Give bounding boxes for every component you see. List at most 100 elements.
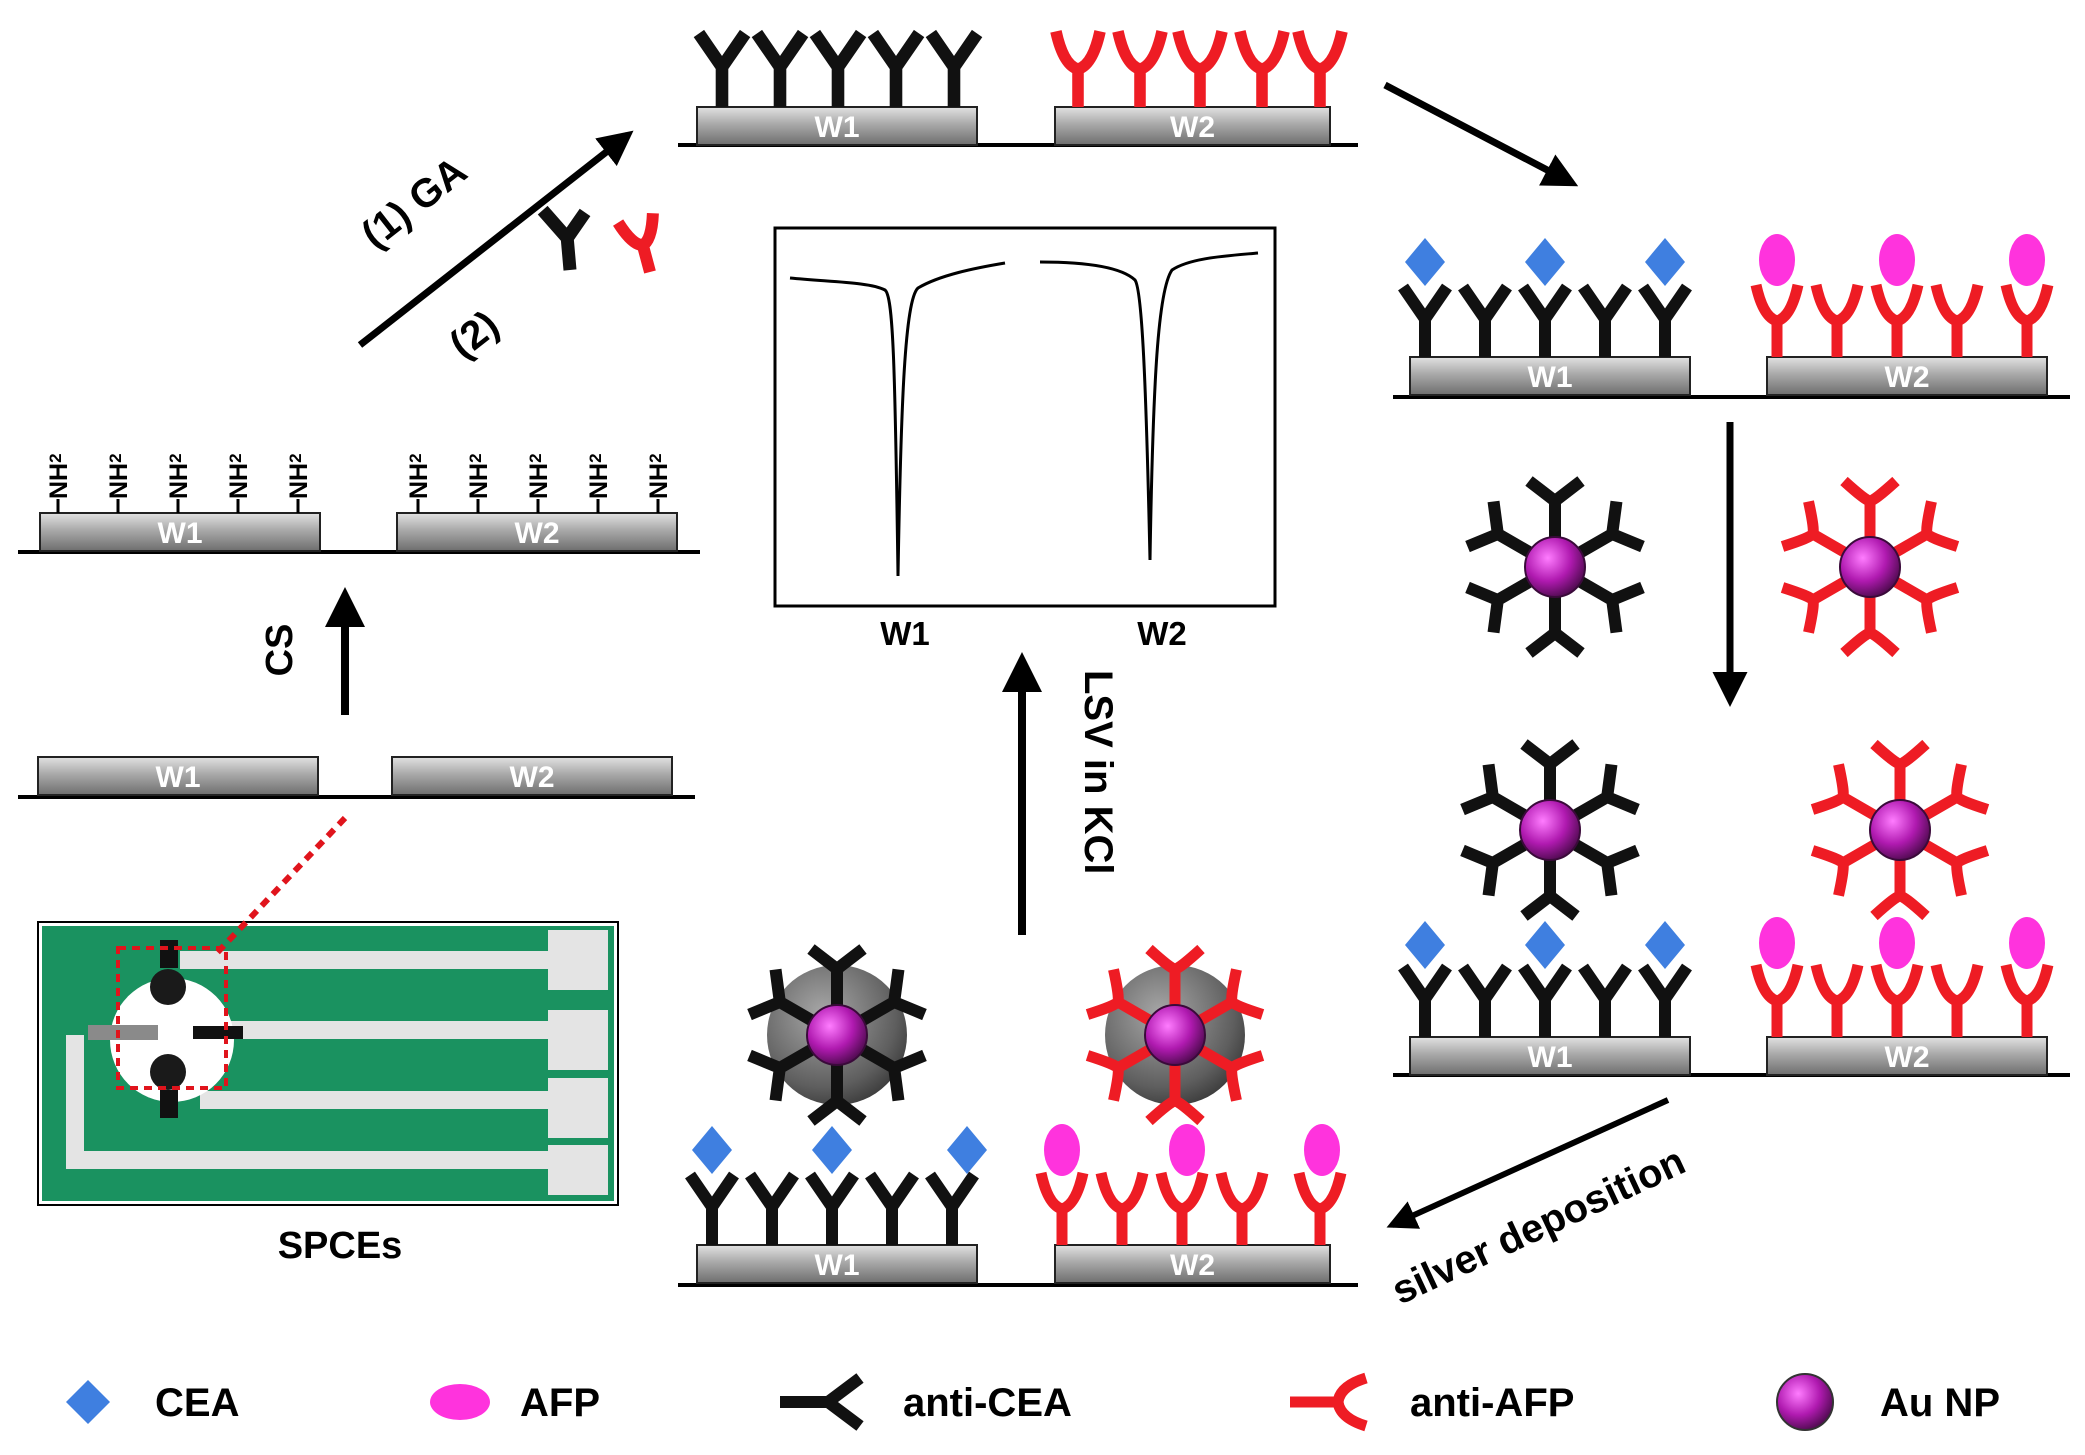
- spce-contact-pad: [548, 1010, 608, 1070]
- cea-antigen: [1525, 238, 1565, 286]
- anti-cea-au-np-probe: [747, 944, 927, 1126]
- electrode-w1: W1: [37, 756, 319, 796]
- anti-cea-antibody: [685, 1171, 739, 1245]
- arrow-ga: [357, 130, 634, 348]
- anti-afp-antibody: [1035, 1171, 1089, 1245]
- anti-afp-antibody: [1293, 1171, 1347, 1245]
- anti-cea-antibody: [745, 1171, 799, 1245]
- afp-antigen: [2009, 234, 2045, 286]
- legend-afp-symbol: [430, 1384, 490, 1420]
- afp-antigen: [1879, 917, 1915, 969]
- electrode-label-w2: W2: [1885, 361, 1930, 394]
- electrode-label-w2: W2: [1170, 1249, 1215, 1282]
- svg-text:NH2: NH2: [585, 453, 613, 499]
- anti-cea-antibody: [1638, 963, 1692, 1037]
- electrode-w2: W2: [1766, 356, 2048, 396]
- legend: CEA AFP anti-CEA anti-AFP Au NP: [66, 1372, 2000, 1432]
- amine-group: NH2: [525, 453, 553, 513]
- electrode-label-w1: W1: [1528, 1041, 1573, 1074]
- anti-afp-antibody: [1870, 283, 1924, 357]
- label-silver: silver deposition: [1385, 1139, 1692, 1313]
- anti-afp-antibody: [1810, 283, 1864, 357]
- amine-group: NH2: [285, 453, 313, 513]
- cea-antigen: [1525, 921, 1565, 969]
- electrode-w2: W2: [1054, 106, 1331, 146]
- electrode-w1: W1: [1409, 1036, 1691, 1076]
- amine-group: NH2: [165, 453, 193, 513]
- lsv-curve-w2: [1039, 251, 1259, 561]
- spce-contact-pad: [548, 930, 608, 990]
- svg-text:NH2: NH2: [105, 453, 133, 499]
- anti-afp-au-np-probe: [1780, 476, 1960, 658]
- amine-group: NH2: [405, 453, 433, 513]
- anti-cea-au-np-probe: [1465, 476, 1645, 658]
- legend-anti-cea-symbol: [780, 1373, 864, 1431]
- anti-cea-antibody: [1518, 963, 1572, 1037]
- amine-group: NH2: [105, 453, 133, 513]
- antibody-layers: [685, 29, 2054, 1245]
- afp-antigen: [1759, 234, 1795, 286]
- anti-cea-antibody: [751, 29, 809, 107]
- electrode-label-w1: W1: [158, 517, 203, 550]
- cea-antigen: [692, 1126, 732, 1174]
- amine-group: NH2: [225, 453, 253, 513]
- au-nanoparticle: [1869, 799, 1931, 861]
- spce-device: [37, 921, 619, 1206]
- legend-au-np-label: Au NP: [1880, 1381, 2000, 1425]
- spce-well: [110, 978, 234, 1102]
- electrode-w1: W1: [1409, 356, 1691, 396]
- electrode-label-w2: W2: [1885, 1041, 1930, 1074]
- spce-reference-electrode: [88, 1025, 158, 1040]
- label-ga: (1) GA: [353, 149, 475, 258]
- anti-cea-antibody: [805, 1171, 859, 1245]
- anti-afp-icon: [613, 212, 659, 274]
- anti-cea-antibody: [809, 29, 867, 107]
- cea-antigen: [1405, 921, 1445, 969]
- plot-label-w1: W1: [880, 615, 930, 652]
- anti-afp-antibody: [1050, 30, 1106, 107]
- amine-group: NH2: [645, 453, 673, 513]
- spce-lead: [66, 1035, 548, 1169]
- electrode-w2: W2: [1054, 1244, 1331, 1284]
- svg-text:NH2: NH2: [285, 453, 313, 499]
- spce-contact-pad: [548, 1078, 608, 1138]
- anti-afp-antibody: [2000, 963, 2054, 1037]
- electrode-w2: W2: [396, 512, 678, 552]
- svg-text:NH2: NH2: [45, 453, 73, 499]
- legend-cea-label: CEA: [155, 1381, 239, 1425]
- anti-afp-antibody: [1234, 30, 1290, 107]
- anti-cea-antibody: [1578, 963, 1632, 1037]
- anti-afp-au-np-probe: [1810, 739, 1990, 921]
- au-nanoparticle: [1519, 799, 1581, 861]
- zoom-region: [116, 946, 228, 1090]
- spce-label: SPCEs: [278, 1225, 403, 1267]
- anti-cea-antibody: [1398, 283, 1452, 357]
- cea-antigen: [1405, 238, 1445, 286]
- spce-counter-electrode: [193, 1026, 243, 1039]
- cea-antigen: [1645, 921, 1685, 969]
- nanoparticle-probes: [747, 476, 1990, 1126]
- anti-cea-antibody: [1398, 963, 1452, 1037]
- afp-antigen: [1879, 234, 1915, 286]
- anti-afp-antibody: [1095, 1171, 1149, 1245]
- anti-cea-icon: [537, 205, 591, 271]
- anti-cea-antibody: [1458, 963, 1512, 1037]
- amine-group: NH2: [45, 453, 73, 513]
- anti-afp-antibody: [1172, 30, 1228, 107]
- electrode-label-w2: W2: [515, 517, 560, 550]
- afp-antigen: [2009, 917, 2045, 969]
- afp-antigen: [1169, 1124, 1205, 1176]
- anti-cea-antibody: [1578, 283, 1632, 357]
- label-cs: CS: [259, 624, 301, 677]
- amine-group: NH2: [585, 453, 613, 513]
- au-nanoparticle: [1524, 536, 1586, 598]
- au-nanoparticle: [1839, 536, 1901, 598]
- spce-working-electrode-2: [150, 1054, 186, 1090]
- anti-afp-antibody: [1215, 1171, 1269, 1245]
- anti-afp-antibody: [1292, 30, 1348, 107]
- anti-afp-au-np-probe: [1085, 944, 1265, 1126]
- afp-antigen: [1759, 917, 1795, 969]
